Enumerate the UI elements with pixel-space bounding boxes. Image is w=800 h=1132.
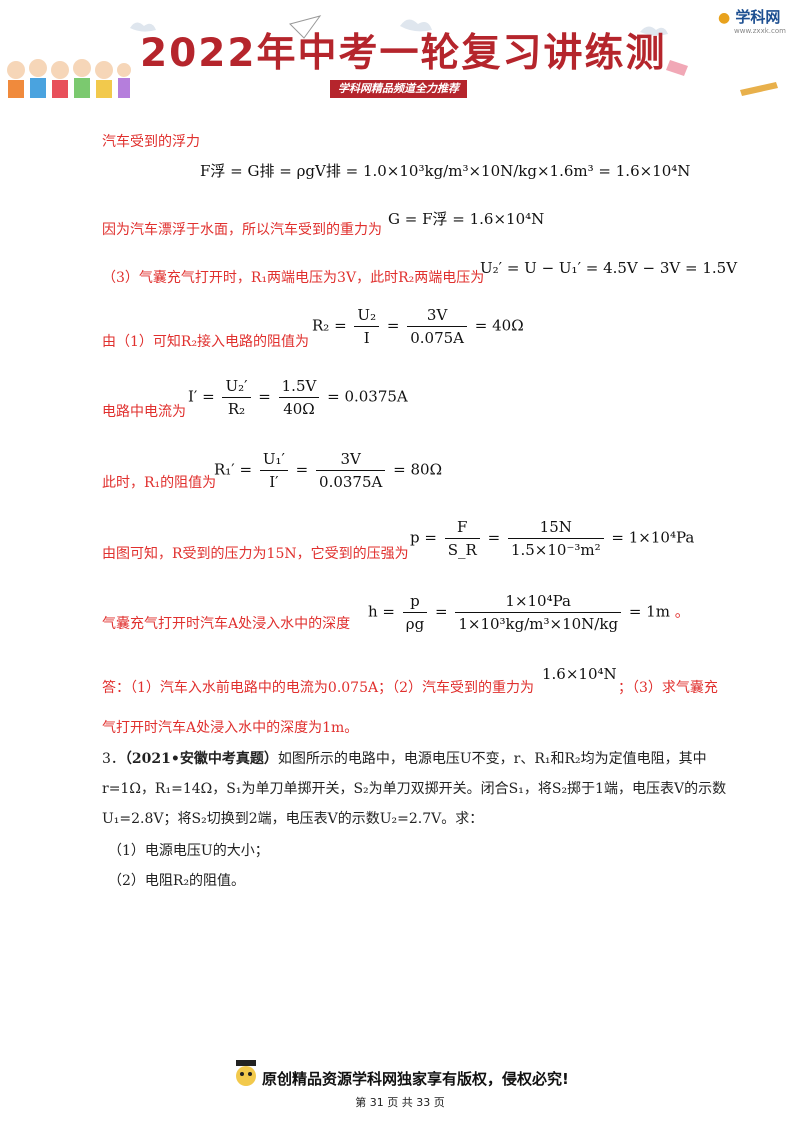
copyright-notice: 原创精品资源学科网独家享有版权，侵权必究! [262, 1070, 569, 1088]
header-subtitle-badge: 学科网精品频道全力推荐 [330, 80, 467, 98]
logo-name: 学科网 [735, 8, 781, 26]
header-decoration [130, 15, 778, 96]
equation-text: U₂′ = U − U₁′ = 4.5V − 3V = 1.5V [480, 259, 738, 277]
eq-result: = 80Ω [393, 460, 443, 479]
cloud-icon-3 [640, 26, 668, 36]
mascot-icon [236, 1060, 256, 1086]
logo-url: www.zxxk.com [734, 27, 786, 35]
cloud-icon-2 [400, 19, 432, 32]
text-answer-part1: 答：（1）汽车入水前电路中的电流为0.075A；（2）汽车受到的重力为 [102, 680, 535, 696]
eq-result: = 1m [628, 602, 670, 621]
equation-text: F浮 = G排 = ρgV排 = 1.0×10³kg/m³×10N/kg×1.6… [200, 162, 691, 180]
problem-3-line2: r=1Ω，R₁=14Ω，S₁为单刀单掷开关，S₂为单刀双掷开关。闭合S₁，将S₂… [102, 781, 727, 797]
problem-3-line1: 3．（2021•安徽中考真题）如图所示的电路中，电源电压U不变，r、R₁和R₂均… [102, 748, 707, 768]
eq-lhs: h = [368, 602, 400, 621]
equation-u2-prime: U₂′ = U − U₁′ = 4.5V − 3V = 1.5V [480, 259, 737, 277]
text-gravity-reason: 因为汽车漂浮于水面，所以汽车受到的重力为 [102, 222, 382, 238]
eq-lhs: R₁′ = [214, 460, 257, 479]
eq-lhs: p = [410, 528, 442, 547]
paper-plane-icon [289, 15, 322, 39]
text-current: 电路中电流为 [102, 404, 186, 420]
text-r1-value: 此时，R₁的阻值为 [102, 475, 217, 491]
cloud-icon [130, 22, 156, 32]
period: 。 [674, 602, 690, 621]
problem-3-question2: （2）电阻R₂的阻值。 [108, 873, 246, 889]
header-title: 2022年中考一轮复习讲练测 [140, 31, 667, 76]
problem-source: （2021•安徽中考真题） [124, 751, 278, 767]
eraser-icon [666, 60, 688, 76]
text-buoyant-force-label: 汽车受到的浮力 [102, 134, 200, 150]
fraction: U₁′I′ [259, 450, 288, 491]
site-logo[interactable]: ● 学科网 www.zxxk.com [718, 6, 786, 35]
children-illustration [7, 59, 131, 98]
eq-result: = 1×10⁴Pa [611, 528, 695, 547]
problem-text: 如图所示的电路中，电源电压U不变，r、R₁和R₂均为定值电阻，其中 [277, 751, 707, 767]
eq-lhs: I′ = [188, 387, 220, 406]
equation-buoyant-force: F浮 = G排 = ρgV排 = 1.0×10³kg/m³×10N/kg×1.6… [200, 160, 690, 181]
page-header: 2022年中考一轮复习讲练测 学科网精品频道全力推荐 ● 学科网 www.zxx… [0, 0, 800, 110]
text-pressure: 由图可知，R受到的压力为15N，它受到的压强为 [102, 546, 409, 562]
eq-result: = 0.0375A [327, 387, 408, 406]
equation-text: G = F浮 = 1.6×10⁴N [388, 210, 545, 228]
text-answer-part2: ；（3）求气囊充 [618, 680, 718, 696]
text-answer-part3: 气打开时汽车A处浸入水中的深度为1m。 [102, 720, 359, 736]
problem-number: 3． [102, 751, 125, 767]
text-r2-value: 由（1）可知R₂接入电路的阻值为 [102, 334, 310, 350]
equation-answer-gravity: 1.6×10⁴N [542, 665, 617, 683]
eq-result: = 40Ω [474, 316, 524, 335]
pencil-icon [740, 82, 778, 96]
fraction: U₂′R₂ [222, 377, 251, 418]
logo-mascot-icon: ● [718, 10, 731, 26]
text-depth: 气囊充气打开时汽车A处浸入水中的深度 [102, 616, 351, 632]
problem-3-question1: （1）电源电压U的大小； [108, 843, 269, 859]
page-number: 第 31 页 共 33 页 [355, 1096, 445, 1109]
eq-lhs: R₂ = [312, 316, 352, 335]
text-step3: （3）气囊充气打开时，R₁两端电压为3V，此时R₂两端电压为 [102, 270, 485, 286]
equation-gravity: G = F浮 = 1.6×10⁴N [388, 208, 544, 229]
problem-3-line3: U₁=2.8V；将S₂切换到2端，电压表V的示数U₂=2.7V。求： [102, 811, 484, 827]
